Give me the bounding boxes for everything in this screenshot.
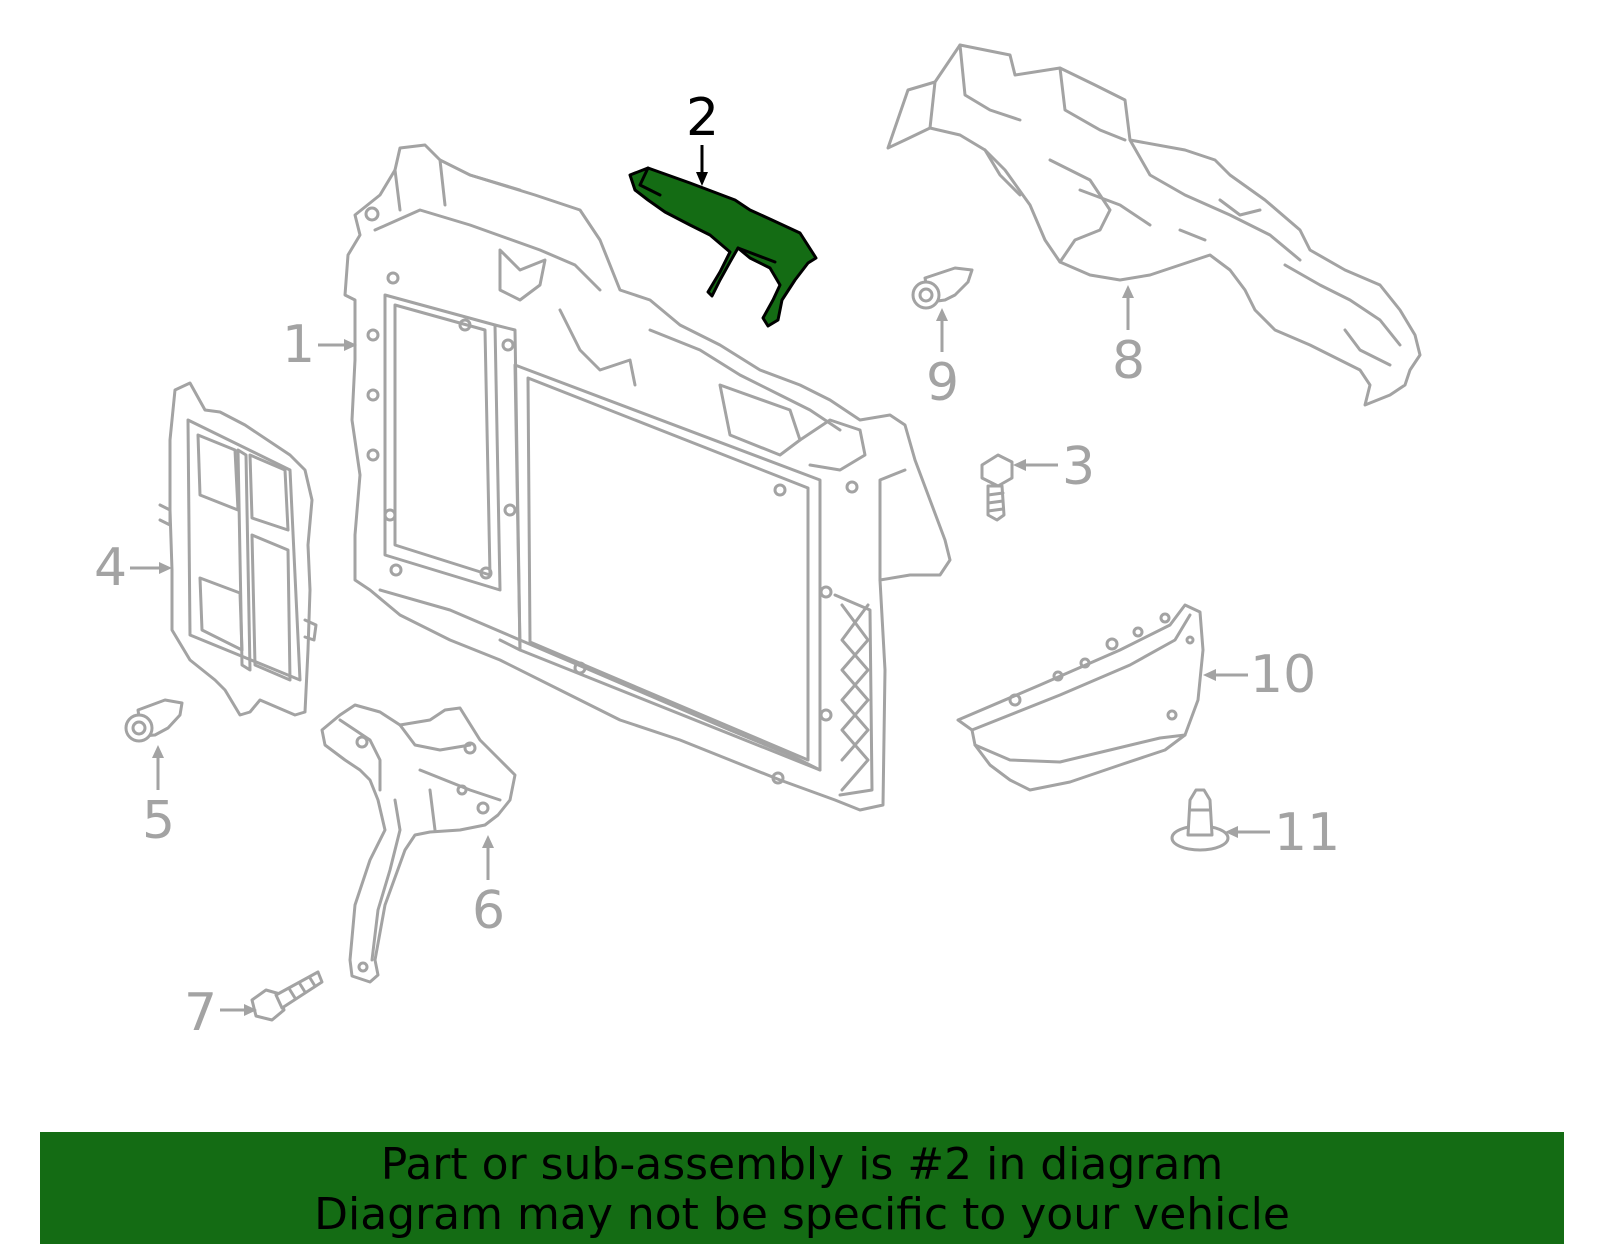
part-5-push-clip bbox=[124, 698, 184, 743]
callout-11: 11 bbox=[1274, 803, 1340, 863]
callout-5: 5 bbox=[142, 791, 175, 851]
part-11-stud bbox=[1170, 788, 1230, 852]
part-10-air-deflector bbox=[956, 603, 1205, 792]
part-1-radiator-support bbox=[343, 143, 952, 812]
info-banner: Part or sub-assembly is #2 in diagram Di… bbox=[40, 1132, 1564, 1244]
callout-9: 9 bbox=[926, 353, 959, 413]
callout-7: 7 bbox=[184, 983, 217, 1043]
callout-2: 2 bbox=[686, 88, 719, 148]
part-7-bolt bbox=[250, 970, 324, 1022]
leader-lines bbox=[130, 145, 1270, 1016]
part-2-highlighted bbox=[628, 166, 818, 328]
part-6-latch-bracket bbox=[320, 703, 517, 984]
part-9-push-clip bbox=[911, 266, 974, 310]
banner-line-1: Part or sub-assembly is #2 in diagram bbox=[380, 1139, 1224, 1190]
callout-8: 8 bbox=[1112, 331, 1145, 391]
callout-1: 1 bbox=[282, 315, 315, 375]
part-8-tie-bar bbox=[886, 43, 1422, 407]
callout-10: 10 bbox=[1250, 645, 1316, 705]
part-3-bolt bbox=[980, 453, 1014, 522]
callout-6: 6 bbox=[472, 881, 505, 941]
callout-3: 3 bbox=[1062, 437, 1095, 497]
banner-line-2: Diagram may not be specific to your vehi… bbox=[314, 1189, 1290, 1240]
part-4-side-panel bbox=[158, 381, 318, 717]
callout-4: 4 bbox=[94, 538, 127, 598]
